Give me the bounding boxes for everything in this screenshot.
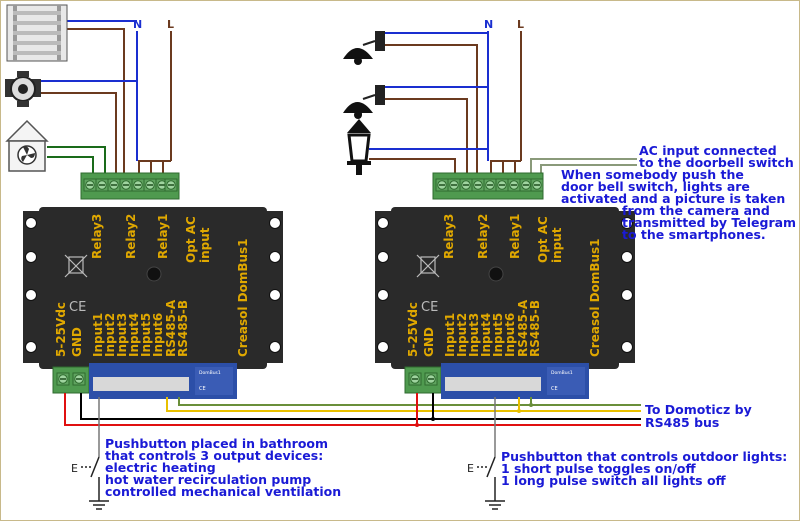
ground-icon [485, 500, 505, 510]
right-neutral-label: N [484, 18, 493, 31]
left-input1-label: Input1 [91, 313, 105, 357]
right-mains-wires [369, 31, 637, 177]
svg-text:activated and a picture is tak: activated and a picture is taken [561, 191, 785, 206]
right-brand-label: Creasol DomBus1 [588, 238, 602, 357]
svg-text:1 long pulse switch all lights: 1 long pulse switch all lights off [501, 473, 727, 488]
left-gnd-label: GND [70, 327, 84, 357]
svg-text:When somebody push the: When somebody push the [561, 167, 744, 182]
rs485-bus-wires [64, 393, 641, 427]
right-button-note: Pushbutton that controls outdoor lights:… [501, 449, 787, 488]
svg-text:electric heating: electric heating [105, 460, 216, 475]
left-relay1-label: Relay1 [156, 214, 170, 259]
left-neutral-label: N [133, 18, 142, 31]
svg-text:DomBus1: DomBus1 [199, 370, 221, 376]
left-input6-label: Input6 [151, 313, 165, 357]
svg-text:RS485 bus: RS485 bus [645, 415, 719, 430]
disposal-icon [416, 254, 440, 278]
right-input4-label: Input4 [479, 313, 493, 357]
left-module-labels: Relay3 Relay2 Relay1 Opt AC input 5-25Vd… [54, 214, 250, 357]
svg-text:AC input connected: AC input connected [639, 143, 777, 158]
pushbutton-switch-icon: E [467, 397, 496, 501]
right-input-label: input [550, 227, 564, 263]
right-power-label: 5-25Vdc [406, 302, 420, 357]
right-rs485a-label: RS485-A [516, 299, 530, 357]
lantern-icon [347, 111, 371, 175]
bus-note: To Domoticz by RS485 bus [645, 402, 752, 430]
left-input5-label: Input5 [139, 313, 153, 357]
right-input5-label: Input5 [491, 313, 505, 357]
right-relay1-label: Relay1 [508, 214, 522, 259]
left-relay2-label: Relay2 [124, 214, 138, 259]
circulation-pump-icon [5, 71, 41, 107]
svg-text:from the camera and: from the camera and [622, 203, 770, 218]
svg-text:1 short pulse toggles on/off: 1 short pulse toggles on/off [501, 461, 697, 476]
svg-text:DomBus1: DomBus1 [551, 370, 573, 376]
svg-text:To Domoticz by: To Domoticz by [645, 402, 752, 417]
towel-radiator-icon [6, 4, 68, 62]
ac-input-note: AC input connected to the doorbell switc… [639, 143, 794, 170]
svg-text:CE: CE [199, 386, 206, 392]
left-input3-label: Input3 [115, 313, 129, 357]
right-relay3-label: Relay3 [442, 214, 456, 259]
svg-text:door bell switch, lights are: door bell switch, lights are [561, 179, 750, 194]
left-brand-label: Creasol DomBus1 [236, 238, 250, 357]
left-input4-label: Input4 [127, 313, 141, 357]
ceiling-lamp-icon [343, 85, 385, 119]
svg-text:Pushbutton that controls outdo: Pushbutton that controls outdoor lights: [501, 449, 787, 464]
right-optac-label: Opt AC [536, 216, 550, 263]
svg-text:controlled mechanical ventilat: controlled mechanical ventilation [105, 484, 341, 499]
right-input2-label: Input2 [455, 313, 469, 357]
doorbell-note: When somebody push the door bell switch,… [561, 167, 796, 242]
svg-text:hot water recirculation pump: hot water recirculation pump [105, 472, 311, 487]
svg-text:to the smartphones.: to the smartphones. [622, 227, 766, 242]
right-input1-label: Input1 [443, 313, 457, 357]
left-rs485a-label: RS485-A [164, 299, 178, 357]
ce-mark-icon: CE [421, 300, 438, 315]
right-input3-label: Input3 [467, 313, 481, 357]
right-module-labels: Relay3 Relay2 Relay1 Opt AC input 5-25Vd… [406, 214, 602, 357]
left-relay3-label: Relay3 [90, 214, 104, 259]
right-line-label: L [517, 18, 524, 31]
svg-text:that controls 3 output devices: that controls 3 output devices: [105, 448, 323, 463]
ground-icon [89, 500, 109, 510]
right-gnd-label: GND [422, 327, 436, 357]
left-power-label: 5-25Vdc [54, 302, 68, 357]
svg-text:to the doorbell switch: to the doorbell switch [639, 155, 794, 170]
right-input6-label: Input6 [503, 313, 517, 357]
left-button-note: Pushbutton placed in bathroom that contr… [105, 436, 341, 499]
left-dombus-module: CE DomBus1 CE [23, 172, 283, 399]
disposal-icon [64, 254, 88, 278]
left-optac-label: Opt AC [184, 216, 198, 263]
left-input2-label: Input2 [103, 313, 117, 357]
svg-text:E: E [71, 462, 78, 475]
left-rs485b-label: RS485-B [176, 300, 190, 357]
right-dombus-module: CE DomBus1 CE [375, 172, 635, 399]
svg-text:E: E [467, 462, 474, 475]
right-rs485b-label: RS485-B [528, 300, 542, 357]
ce-mark-icon: CE [69, 300, 86, 315]
pushbutton-switch-icon: E [71, 397, 100, 501]
ventilation-house-icon [5, 119, 49, 172]
left-mains-wires [41, 20, 172, 177]
right-relay2-label: Relay2 [476, 214, 490, 259]
svg-text:Pushbutton placed in bathroom: Pushbutton placed in bathroom [105, 436, 328, 451]
svg-text:CE: CE [551, 386, 558, 392]
left-line-label: L [167, 18, 174, 31]
ceiling-lamp-icon [343, 31, 385, 65]
left-input-label: input [198, 227, 212, 263]
svg-text:transmitted by Telegram: transmitted by Telegram [622, 215, 796, 230]
